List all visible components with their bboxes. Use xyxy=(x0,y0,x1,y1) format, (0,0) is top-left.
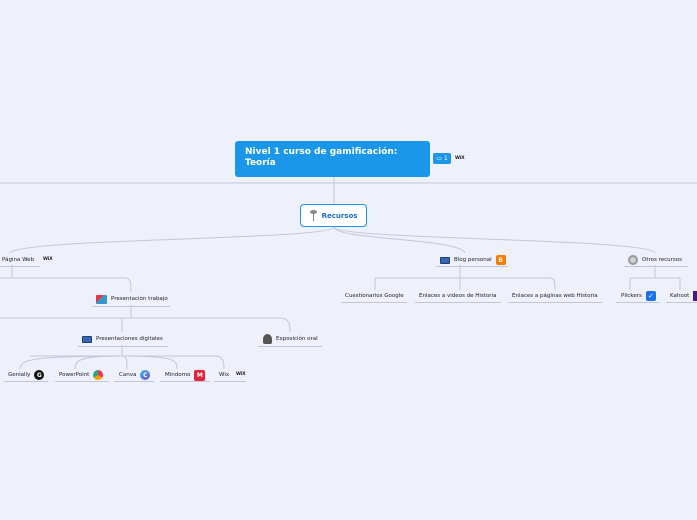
topic-pagina-web[interactable]: Página Web xyxy=(0,254,34,266)
key-icon xyxy=(309,210,317,221)
topic-presentacion-trabajo[interactable]: Presentación trabajo xyxy=(96,293,168,305)
pagina-web-label: Página Web xyxy=(2,257,35,263)
blog-child-label: Cuestionarios Google xyxy=(345,293,404,299)
topic-kahoot[interactable]: Kahoot xyxy=(670,290,697,302)
comment-badge[interactable]: ▭ 1 xyxy=(433,153,451,164)
blog-child-label: Enlaces a videos de Historia xyxy=(419,293,497,299)
comment-icon: ▭ xyxy=(436,155,442,162)
exposicion-oral-label: Exposición oral xyxy=(276,336,318,342)
recursos-topic[interactable]: Recursos xyxy=(300,204,367,227)
checkbox-icon: ✓ xyxy=(645,291,656,301)
recursos-label: Recursos xyxy=(321,211,358,220)
wix-label: Wix xyxy=(219,372,230,378)
topic-presentaciones-digitales[interactable]: Presentaciones digitales xyxy=(82,333,163,345)
gear-icon xyxy=(628,255,638,265)
topic-enlaces-paginas[interactable]: Enlaces a páginas web Historia xyxy=(512,290,598,302)
presentaciones-digitales-label: Presentaciones digitales xyxy=(96,336,163,342)
powerpoint-icon xyxy=(93,370,104,380)
canva-icon: C xyxy=(140,370,151,380)
topic-enlaces-videos[interactable]: Enlaces a videos de Historia xyxy=(419,290,496,302)
root-title: Nivel 1 curso de gamificación: Teoría xyxy=(245,147,398,168)
presentacion-trabajo-label: Presentación trabajo xyxy=(111,296,168,302)
topic-cuestionarios-google[interactable]: Cuestionarios Google xyxy=(345,290,404,302)
mindomo-icon: M xyxy=(194,369,206,381)
monitor-icon xyxy=(440,256,450,264)
root-wix-link-icon[interactable]: WiX xyxy=(455,156,465,161)
otros-recursos-label: Otros recursos xyxy=(642,257,682,263)
speaker-icon xyxy=(263,334,272,344)
topic-powerpoint[interactable]: PowerPoint xyxy=(59,369,104,381)
canva-label: Canva xyxy=(119,372,137,378)
genially-icon: G xyxy=(34,370,45,380)
comment-count: 1 xyxy=(443,155,448,162)
genially-label: Genially xyxy=(8,372,31,378)
topic-exposicion-oral[interactable]: Exposición oral xyxy=(263,333,318,345)
blogger-icon: B xyxy=(495,255,506,265)
wix-link-icon[interactable]: WiX xyxy=(236,372,246,377)
blog-personal-label: Blog personal xyxy=(454,257,492,263)
topic-wix[interactable]: Wix xyxy=(219,369,229,381)
kahoot-icon xyxy=(693,291,697,301)
topic-plickers[interactable]: Plickers ✓ xyxy=(621,290,656,302)
monitor-icon xyxy=(82,335,92,343)
topic-genially[interactable]: Genially G xyxy=(8,369,45,381)
blog-child-label: Enlaces a páginas web Historia xyxy=(512,293,598,299)
mindomo-label: Mindomo xyxy=(165,372,191,378)
kahoot-label: Kahoot xyxy=(670,293,690,299)
topic-blog-personal[interactable]: Blog personal B xyxy=(440,254,506,266)
powerpoint-label: PowerPoint xyxy=(59,372,90,378)
topic-canva[interactable]: Canva C xyxy=(119,369,151,381)
topic-mindomo[interactable]: Mindomo M xyxy=(165,369,206,381)
root-topic[interactable]: Nivel 1 curso de gamificación: Teoría xyxy=(235,141,430,177)
presentation-icon xyxy=(96,294,107,304)
topic-otros-recursos[interactable]: Otros recursos xyxy=(628,254,682,266)
plickers-label: Plickers xyxy=(621,293,642,299)
pagina-web-wix-link-icon[interactable]: WiX xyxy=(43,257,53,262)
